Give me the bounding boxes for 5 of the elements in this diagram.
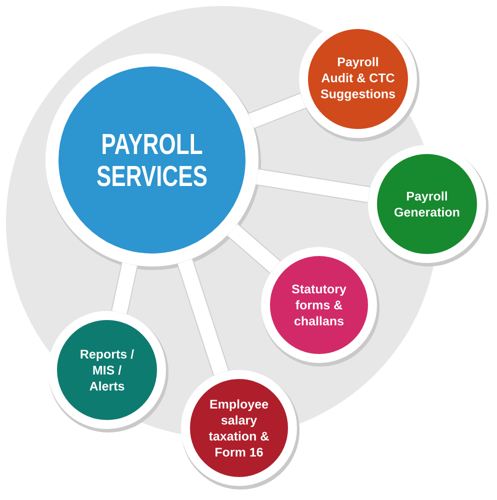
connector-bar — [248, 92, 306, 129]
connector-bar — [111, 262, 138, 314]
connector-bar — [256, 168, 370, 204]
connector-bar — [176, 258, 230, 376]
connector-bar — [226, 223, 281, 274]
